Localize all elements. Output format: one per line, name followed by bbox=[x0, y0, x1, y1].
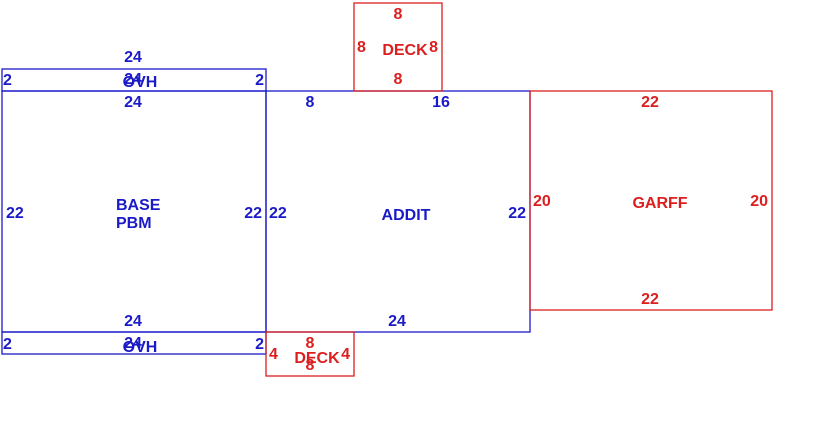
addit-top-right-dimension: 16 bbox=[432, 94, 450, 111]
ovh-bottom-right-dimension: 2 bbox=[255, 336, 264, 353]
ovh-top-left-dimension: 2 bbox=[3, 72, 12, 89]
base-left-dimension: 22 bbox=[6, 205, 24, 222]
deck-bottom-top-dimension: 8 bbox=[306, 335, 315, 352]
addit-left-dimension: 22 bbox=[269, 205, 287, 222]
base-bottom-dimension: 24 bbox=[124, 313, 142, 330]
ovh-top-right-dimension: 2 bbox=[255, 72, 264, 89]
deck-bottom-label: DECK bbox=[294, 350, 340, 367]
addit-bottom-dimension: 24 bbox=[388, 313, 406, 330]
garff-outline bbox=[529, 90, 773, 311]
deck-top-top-dimension: 8 bbox=[394, 6, 403, 23]
base-label-line2: PBM bbox=[116, 215, 152, 232]
deck-top-left-dimension: 8 bbox=[357, 39, 366, 56]
ovh-top-bottom-dimension: 24 bbox=[124, 71, 142, 88]
addit-top-left-dimension: 8 bbox=[306, 94, 315, 111]
ovh-bottom-left-dimension: 2 bbox=[3, 336, 12, 353]
ovh-top-top-dimension: 24 bbox=[124, 49, 142, 66]
deck-top-label: DECK bbox=[382, 42, 428, 59]
deck-bottom-right-dimension: 4 bbox=[341, 346, 350, 363]
deck-bottom-bottom-dimension: 8 bbox=[306, 357, 315, 374]
garff-top-dimension: 22 bbox=[641, 94, 659, 111]
deck-bottom-left-dimension: 4 bbox=[269, 346, 278, 363]
addit-right-dimension: 22 bbox=[508, 205, 526, 222]
deck-bottom-outline bbox=[265, 331, 355, 377]
ovh-bottom-label: OVH bbox=[123, 339, 158, 356]
deck-top-outline bbox=[353, 2, 443, 92]
deck-top-right-dimension: 8 bbox=[429, 39, 438, 56]
ovh-bottom-top-dimension: 24 bbox=[124, 335, 142, 352]
base-top-dimension: 24 bbox=[124, 94, 142, 111]
base-right-dimension: 22 bbox=[244, 205, 262, 222]
base-label-line1: BASE bbox=[116, 197, 161, 214]
garff-label: GARFF bbox=[632, 195, 687, 212]
deck-top-bottom-dimension: 8 bbox=[394, 71, 403, 88]
ovh-top-label: OVH bbox=[123, 74, 158, 91]
garff-left-dimension: 20 bbox=[533, 193, 551, 210]
addit-label: ADDIT bbox=[382, 207, 431, 224]
garff-right-dimension: 20 bbox=[750, 193, 768, 210]
garff-bottom-dimension: 22 bbox=[641, 291, 659, 308]
